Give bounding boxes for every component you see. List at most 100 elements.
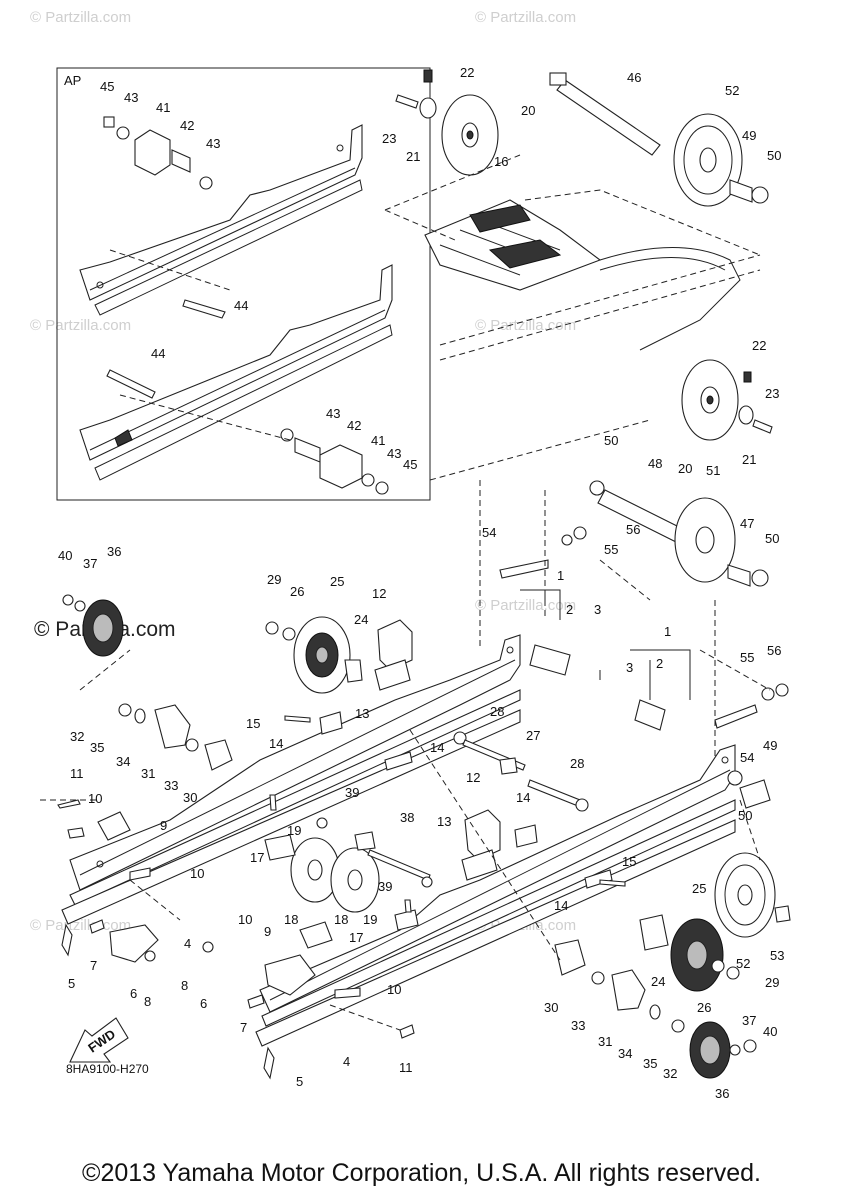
callout-label-26: 26 [697,1000,711,1015]
callout-label-15: 15 [246,716,260,731]
idler-wheel-51 [674,497,736,583]
washer-8-right [202,941,214,953]
callout-label-39: 39 [378,879,392,894]
washer-55-right [761,687,775,701]
plate-10-c [334,987,361,999]
callout-label-36: 36 [715,1086,729,1101]
callout-label-22: 22 [752,338,766,353]
shaft-46 [549,72,661,156]
callout-label-38: 38 [400,810,414,825]
callout-label-43: 43 [206,136,220,151]
washer-39-left [316,817,328,829]
callout-label-28: 28 [490,704,504,719]
callout-label-5: 5 [68,976,75,991]
callout-label-42: 42 [347,418,361,433]
callout-label-4: 4 [184,936,191,951]
callout-label-47: 47 [740,516,754,531]
watermark-text: © Partzilla.com [475,9,576,26]
bushing-24-right [639,914,669,951]
spacer-38-a [354,831,376,851]
idler-wheel-52-lower [714,852,776,938]
callout-label-3: 3 [626,660,633,675]
screw-5-left [61,923,73,957]
callout-label-11: 11 [399,1060,413,1075]
callout-label-51: 51 [706,463,720,478]
inset-spacer-upper [103,116,213,190]
callout-label-54: 54 [482,525,496,540]
nut-56-mid [573,526,587,540]
callout-labels: 1122334455667788991010101011111212131314… [58,65,784,1101]
callout-label-56: 56 [767,643,781,658]
callout-label-35: 35 [90,740,104,755]
callout-label-21: 21 [742,452,756,467]
rivet-7-right [247,994,265,1009]
callout-label-19: 19 [363,912,377,927]
rivet-15-left [284,715,311,723]
collar-17-left [264,834,296,861]
rivet-19-right [404,899,412,913]
idler-wheel-25-right [670,918,724,992]
callout-label-11: 11 [70,766,84,781]
callout-label-10: 10 [387,982,401,997]
inset-rail-upper [79,124,363,316]
slide-rail-right [255,744,736,1047]
callout-label-26: 26 [290,584,304,599]
callout-label-20: 20 [521,103,535,118]
callout-label-15: 15 [622,854,636,869]
rivet-11-left [57,799,81,809]
callout-label-12: 12 [372,586,386,601]
callout-label-3: 3 [594,602,601,617]
screw-5-right [263,1046,275,1080]
inset-bolt-44 [106,299,226,399]
washer-50-upper [751,186,769,204]
callout-label-40: 40 [58,548,72,563]
callout-label-56: 56 [626,522,640,537]
clip-32-left [118,703,132,717]
idler-wheel-52-upper [673,113,743,207]
spacer-49-lower [739,779,771,809]
washer-35-right [649,1004,661,1020]
callout-label-5: 5 [296,1074,303,1089]
callout-label-49: 49 [742,128,756,143]
callout-label-25: 25 [330,574,344,589]
callout-label-49: 49 [763,738,777,753]
callout-label-55: 55 [740,650,754,665]
callout-label-10: 10 [238,912,252,927]
rivet-7-left [89,919,105,934]
diagram-canvas: © Partzilla.com © Partzilla.com © Partzi… [30,9,791,1101]
washer-28-right [575,798,589,812]
callout-label-34: 34 [618,1046,632,1061]
guide-14-c [514,824,538,848]
spacer-47 [727,564,751,587]
callout-label-9: 9 [264,924,271,939]
callout-label-1: 1 [557,568,564,583]
callout-label-20: 20 [678,461,692,476]
inset-box [56,67,431,501]
washer-8-left [144,950,156,962]
suspension-frame-16 [424,199,741,351]
callout-label-25: 25 [692,881,706,896]
callout-label-52: 52 [736,956,750,971]
wheel-18-b [330,847,380,913]
washer-50-lower [727,770,743,786]
callout-label-22: 22 [460,65,474,80]
nut-40-right [743,1039,757,1053]
callout-label-37: 37 [742,1013,756,1028]
bolt-28-right [527,779,581,807]
rivet-19-left [269,794,277,811]
callout-label-2: 2 [566,602,573,617]
callout-label-31: 31 [141,766,155,781]
callout-label-45: 45 [100,79,114,94]
callout-label-42: 42 [180,118,194,133]
bushing-30-right [554,939,586,976]
idler-wheel-25-left [293,616,351,694]
callout-label-18: 18 [334,912,348,927]
washer-55-mid [561,534,573,546]
bushing-30-left [204,739,233,771]
block-12-right [464,809,501,861]
collar-22-lower [743,371,752,383]
callout-label-27: 27 [526,728,540,743]
callout-label-48: 48 [648,456,662,471]
watermark-text: © Partzilla.com [30,9,131,26]
